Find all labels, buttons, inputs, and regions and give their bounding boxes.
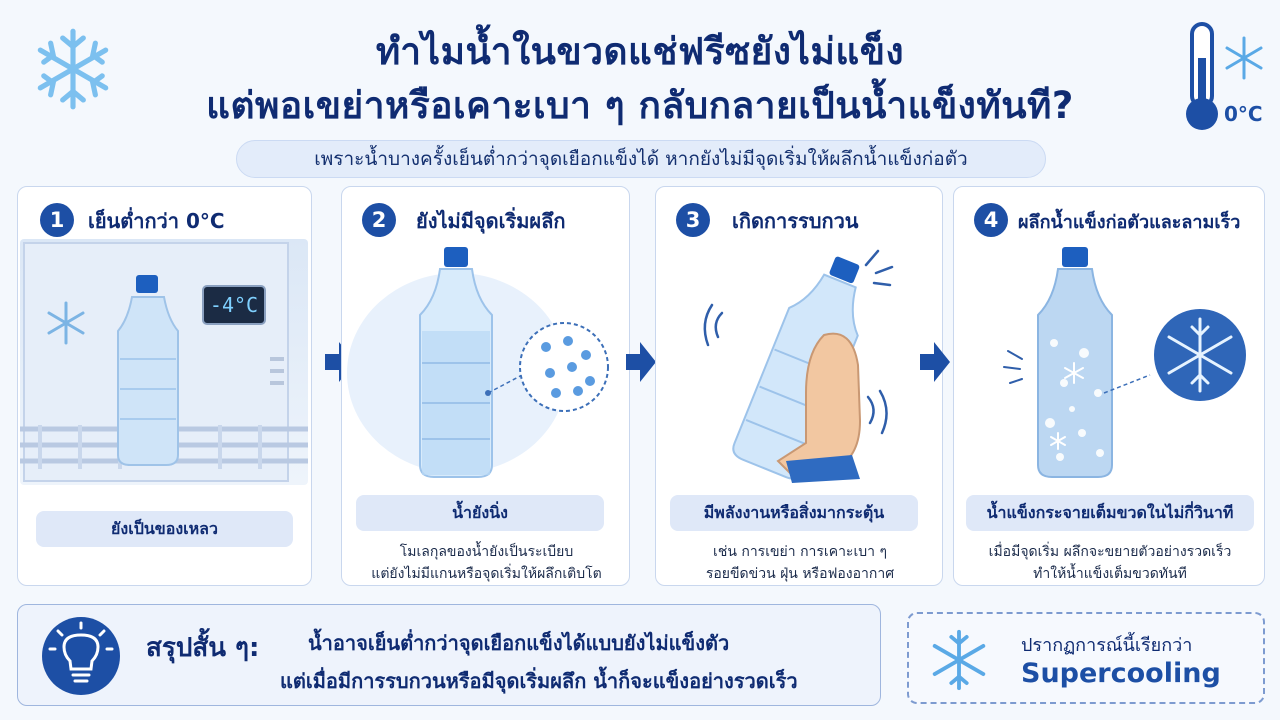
step-3-panel: 3 เกิดการรบกวน มีพลังงานหรือสิ่งมากระตุ้… — [655, 186, 943, 586]
thermometer-icon — [1186, 22, 1263, 130]
page-title-line-2: แต่พอเขย่าหรือเคาะเบา ๆ กลับกลายเป็นน้ำแ… — [206, 84, 1074, 127]
arrow-right-icon — [626, 342, 656, 382]
lightbulb-icon — [42, 617, 120, 695]
step-3-badge: 3 — [676, 203, 710, 237]
step-3-title: เกิดการรบกวน — [732, 209, 859, 233]
step-4-panel: 4 ผลึกน้ำแข็งก่อตัวและลามเร็ว น้ำแข็งกระ… — [953, 186, 1265, 586]
freezer-snowflake-icon — [47, 301, 85, 345]
step-3-description-line-2: รอยขีดข่วน ฝุ่น หรือฟองอากาศ — [705, 566, 895, 582]
step-4-badge: 4 — [974, 203, 1008, 237]
step-4-description-line-2: ทำให้น้ำแข็งเต็มขวดทันที — [1033, 566, 1187, 582]
step-2-badge: 2 — [362, 203, 396, 237]
step-3-description-line-1: เช่น การเขย่า การเคาะเบา ๆ — [713, 544, 887, 560]
thermometer-label: 0°C — [1224, 102, 1263, 126]
freezer-illustration: -4°C — [20, 239, 308, 485]
step-2-description-line-2: แต่ยังไม่มีแกนหรือจุดเริ่มให้ผลึกเติบโต — [371, 566, 602, 582]
snowflake-icon — [37, 28, 109, 110]
summary-line-2: แต่เมื่อมีการรบกวนหรือมีจุดเริ่มผลึก น้ำ… — [280, 669, 798, 693]
step-1-panel: 1 เย็นต่ำกว่า 0°C -4°C ย — [17, 186, 312, 586]
summary-label: สรุปสั้น ๆ: — [146, 633, 260, 663]
thermometer-graphic: 0°C — [1180, 18, 1270, 138]
freezer-temperature-readout: -4°C — [209, 293, 259, 317]
still-bottle-illustration — [347, 247, 609, 478]
step-2-caption: น้ำยังนิ่ง — [356, 495, 604, 531]
page-title-line-1: ทำไมน้ำในขวดแช่ฟรีซยังไม่แข็ง — [375, 30, 905, 73]
summary-line-1: น้ำอาจเย็นต่ำกว่าจุดเยือกแข็งได้แบบยังไม… — [308, 631, 730, 655]
step-2-panel: 2 ยังไม่มีจุดเริ่มผลึก น้ำยังนิ่ง โมเลกุ… — [341, 186, 630, 586]
step-1-badge: 1 — [40, 203, 74, 237]
term-word: Supercooling — [1021, 658, 1221, 689]
arrow-right-icon — [325, 342, 355, 382]
step-1-title: เย็นต่ำกว่า 0°C — [88, 209, 225, 233]
shaking-bottle-illustration — [703, 249, 894, 483]
arrow-right-icon — [920, 342, 950, 382]
step-3-caption: มีพลังงานหรือสิ่งมากระตุ้น — [670, 495, 918, 531]
step-4-description-line-1: เมื่อมีจุดเริ่ม ผลึกจะขยายตัวอย่างรวดเร็… — [988, 544, 1232, 560]
term-label: ปรากฏการณ์นี้เรียกว่า — [1021, 635, 1193, 656]
molecule-zoom-circle — [519, 322, 609, 412]
subtitle-banner: เพราะน้ำบางครั้งเย็นต่ำกว่าจุดเยือกแข็งไ… — [236, 140, 1046, 178]
term-box: ปรากฏการณ์นี้เรียกว่า Supercooling — [907, 612, 1265, 704]
summary-box: สรุปสั้น ๆ: น้ำอาจเย็นต่ำกว่าจุดเยือกแข็… — [17, 604, 881, 706]
freezer-temperature-display: -4°C — [202, 285, 266, 325]
frozen-bottle-illustration — [1003, 247, 1246, 478]
step-4-caption: น้ำแข็งกระจายเต็มขวดในไม่กี่วินาที — [966, 495, 1254, 531]
snowflake-icon — [932, 629, 986, 691]
step-2-title: ยังไม่มีจุดเริ่มผลึก — [416, 209, 566, 233]
step-1-caption: ยังเป็นของเหลว — [36, 511, 293, 547]
step-2-description-line-1: โมเลกุลของน้ำยังเป็นระเบียบ — [399, 544, 574, 560]
ice-crystal-snowflake-icon — [1167, 317, 1233, 393]
step-4-title: ผลึกน้ำแข็งก่อตัวและลามเร็ว — [1018, 212, 1241, 233]
